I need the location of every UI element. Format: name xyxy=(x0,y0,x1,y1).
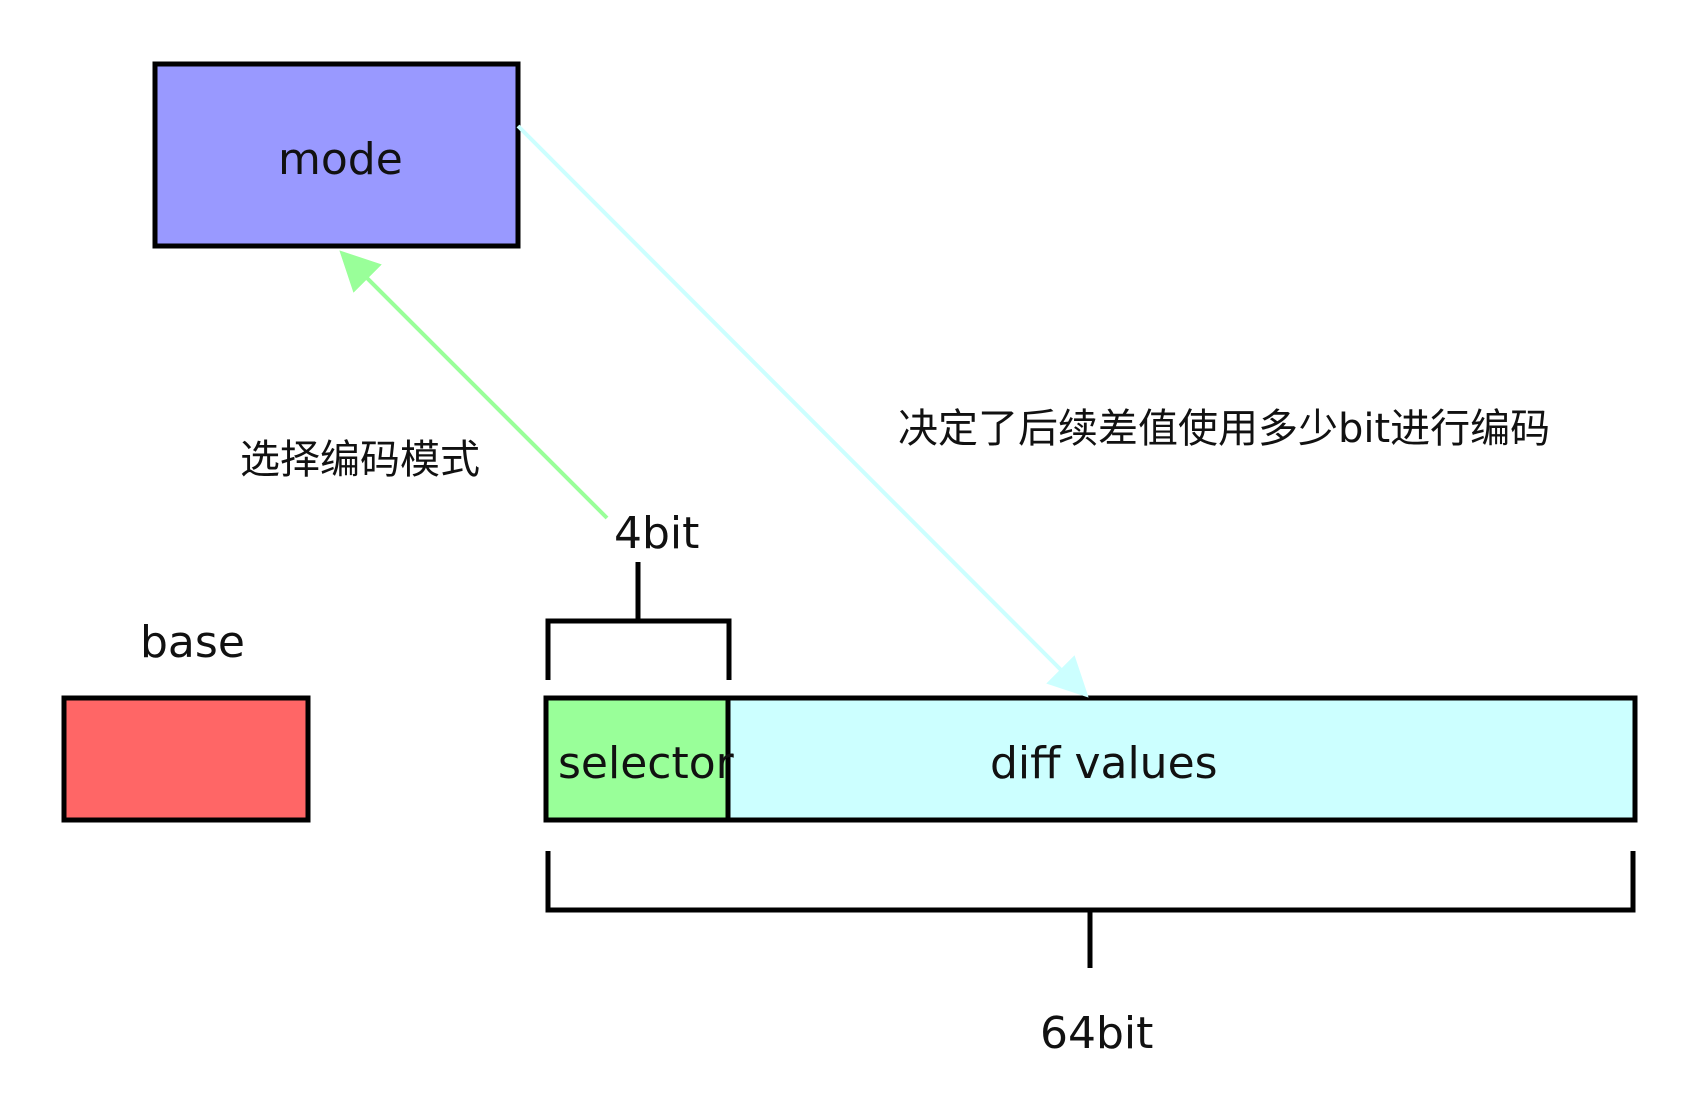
total-bracket xyxy=(545,851,1636,968)
selector-annotation: 选择编码模式 xyxy=(240,437,480,483)
mode-box xyxy=(152,61,521,249)
total-width-label: 64bit xyxy=(1040,1008,1154,1059)
mode-to-diff-arrow xyxy=(516,124,1089,698)
selector-label: selector xyxy=(558,738,734,789)
mode-annotation: 决定了后续差值使用多少bit进行编码 xyxy=(898,406,1551,452)
base-box xyxy=(61,695,311,823)
base-label: base xyxy=(140,617,245,668)
diff-values-label: diff values xyxy=(990,738,1218,789)
selector-to-mode-arrow xyxy=(339,250,609,520)
mode-label: mode xyxy=(278,134,403,185)
selector-width-label: 4bit xyxy=(614,508,700,559)
selector-box xyxy=(543,695,731,823)
selector-bracket xyxy=(545,562,732,680)
